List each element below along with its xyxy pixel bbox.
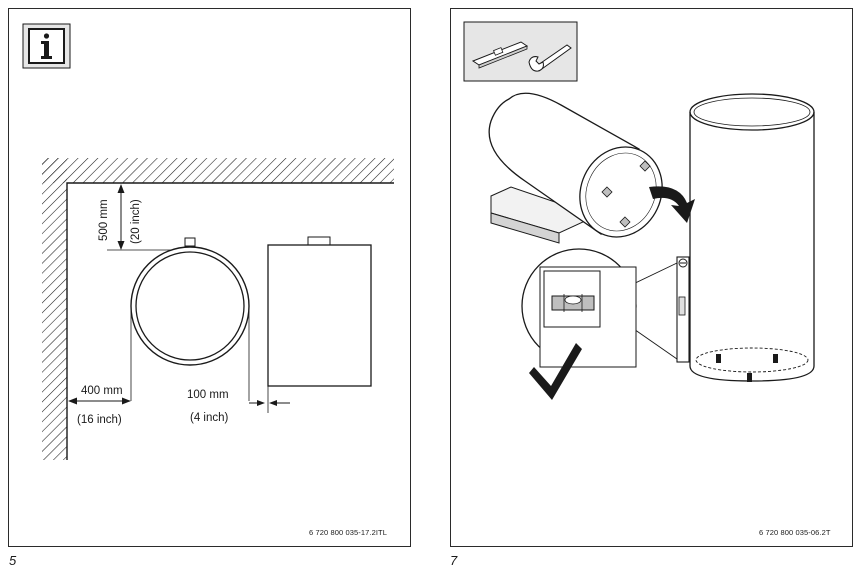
top-clearance-label: 500 mm [98, 199, 110, 241]
tank-being-mounted [488, 92, 663, 238]
reference-code: 6 720 800 035-06.2T [759, 528, 831, 537]
side-clearance-imperial-label: (16 inch) [77, 414, 122, 426]
mounting-diagram [463, 21, 815, 400]
info-icon [22, 23, 71, 69]
mounting-bracket [490, 186, 598, 244]
tank-side-view [267, 236, 372, 413]
gap-label: 100 mm [187, 389, 229, 401]
figure-7-panel: 6 720 800 035-06.2T [450, 8, 853, 547]
checkmark-icon [529, 343, 582, 400]
side-clearance-dimension [68, 397, 131, 405]
figure-5-panel: 500 mm (20 inch) 400 mm (16 inch) 100 mm… [8, 8, 411, 547]
side-clearance-label: 400 mm [81, 385, 123, 397]
wall-hatching [42, 158, 394, 460]
tank-top-view [130, 237, 250, 401]
tank-mounted [676, 93, 815, 382]
wrench-icon [528, 44, 572, 72]
top-clearance-dimension [107, 184, 184, 251]
gap-imperial-label: (4 inch) [190, 412, 229, 424]
tools-box [463, 21, 578, 82]
figure-number: 5 [9, 553, 17, 568]
reference-code: 6 720 800 035-17.2ITL [309, 528, 387, 537]
spirit-level-icon [471, 41, 529, 69]
rotate-arrow [649, 186, 695, 223]
top-clearance-imperial-label: (20 inch) [130, 199, 142, 244]
figure-number: 7 [450, 553, 458, 568]
gap-dimension [249, 400, 290, 406]
clearance-diagram: 500 mm (20 inch) 400 mm (16 inch) 100 mm… [22, 23, 394, 460]
level-check-callout [521, 248, 678, 368]
